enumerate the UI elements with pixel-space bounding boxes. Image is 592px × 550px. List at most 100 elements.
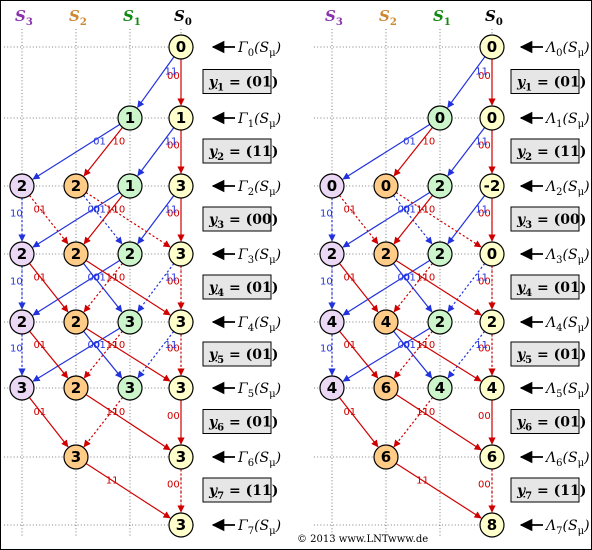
received-symbol-text: y1 = (01) [208,75,278,94]
trellis-edge-left-15 [137,263,175,313]
trellis-edge-right-33 [338,397,379,448]
node-metric-value: 2 [71,245,81,263]
node-metric-value: 2 [17,177,27,195]
edge-label-right-19: 00 [397,272,410,283]
received-symbol-box-right-1: y1 = (01) [510,69,586,94]
node-metric-value: 0 [487,109,497,127]
node-metric-value: 3 [176,379,186,397]
node-metric-value: 0 [435,109,445,127]
received-symbol-text: y3 = (00) [208,212,278,231]
trellis-edge-left-35 [85,463,171,519]
copyright-text: © 2013 www.LNTwww.de [297,534,428,545]
metric-label-right-2: Λ2(Sμ) [519,179,590,198]
trellis-edge-right-7 [447,195,486,245]
trellis-node-right-t5-s1: 4 [427,375,453,401]
edge-label-left-14: 00 [167,277,180,288]
node-metric-value: 4 [435,379,445,397]
trellis-node-right-t2-s0: -2 [479,173,505,199]
trellis-node-right-t3-s0: 0 [479,241,505,267]
trellis-node-left-t2-s0: 3 [168,173,194,199]
node-metric-value: 2 [435,245,445,263]
metric-label-right-6: Λ6(Sμ) [519,450,590,469]
trellis-edge-right-31 [393,397,434,448]
trellis-edge-right-25 [342,327,431,382]
trellis-node-right-t2-s2: 0 [373,173,399,199]
trellis-node-left-t7-s0: 3 [168,512,194,538]
trellis-node-right-t3-s3: 2 [319,241,345,267]
node-metric-value: 4 [381,313,391,331]
edge-label-left-15: 11 [165,272,178,283]
trellis-node-right-t1-s1: 0 [427,105,453,131]
trellis-edge-left-26 [85,327,171,382]
edge-label-right-33: 01 [343,407,356,418]
trellis-edge-left-4 [83,127,124,177]
node-metric-value: 6 [381,448,391,466]
node-metric-value: 3 [71,448,81,466]
metric-label-right-4: Λ4(Sμ) [519,315,590,334]
trellis-node-left-t5-s3: 3 [9,375,35,401]
node-circle [427,105,453,131]
trellis-node-left-t5-s1: 3 [117,375,143,401]
edge-label-left-9: 01 [93,204,106,215]
edge-label-left-30: 00 [167,411,180,422]
node-circle [373,309,399,335]
metric-label-left-4: Γ4(Sμ) [211,315,281,334]
node-metric-value: 3 [176,313,186,331]
metric-symbol-text: Γ2(Sμ) [237,179,281,198]
metric-symbol-text: Γ6(Sμ) [237,450,281,469]
node-circle [168,105,194,131]
node-circle [117,309,143,335]
edge-label-right-12: 01 [343,204,356,215]
received-symbol-text: y5 = (01) [208,347,278,366]
edge-label-left-3: 11 [165,136,178,147]
metric-symbol-text: Λ0(Sμ) [544,40,590,59]
received-symbol-box-left-6: y6 = (01) [202,409,278,434]
trellis-node-right-t3-s2: 2 [373,241,399,267]
received-symbol-box-right-5: y5 = (01) [510,341,586,367]
node-circle [479,444,505,470]
node-metric-value: 2 [381,245,391,263]
node-metric-value: 4 [327,379,337,397]
received-box-bg [510,69,580,94]
trellis-node-left-t2-s1: 1 [117,173,143,199]
received-symbol-text: y5 = (01) [516,347,586,366]
edge-label-left-23: 11 [165,340,178,351]
edge-label-right-7: 11 [475,204,488,215]
received-symbol-box-left-3: y3 = (00) [202,206,278,232]
trellis-edge-left-32 [85,394,171,451]
state-header-right-s3: S3 [325,7,343,28]
received-box-bg [510,274,580,300]
node-metric-value: 6 [487,448,497,466]
node-circle [479,512,505,538]
received-symbol-text: y6 = (01) [516,415,586,434]
received-box-bg [510,477,580,503]
state-header-right-s1: S1 [433,7,451,28]
edge-label-right-21: 10 [320,277,333,288]
trellis-edge-right-20 [338,263,379,313]
trellis-edge-right-1 [447,56,486,109]
state-header-right-s0: S0 [485,7,503,28]
node-metric-value: 3 [176,448,186,466]
node-circle [117,375,143,401]
edge-label-left-27: 00 [87,340,100,351]
trellis-edges [18,56,496,519]
state-header-right-s2: S2 [379,7,397,28]
trellis-node-right-t5-s0: 4 [479,375,505,401]
node-metric-value: 8 [487,516,497,534]
trellis-edge-right-18 [395,259,482,316]
metric-symbol-text: Γ4(Sμ) [237,315,281,334]
trellis-edge-right-26 [395,327,482,382]
trellis-node-left-t1-s1: 1 [117,105,143,131]
edge-label-right-26: 11 [416,340,429,351]
node-circle [168,512,194,538]
edge-label-right-9: 01 [403,204,416,215]
trellis-edge-left-23 [137,331,175,379]
metric-label-left-1: Γ1(Sμ) [211,111,281,130]
edge-label-right-3: 11 [475,136,488,147]
edge-label-left-18: 11 [106,272,119,283]
trellis-edge-right-5 [342,123,431,180]
metric-symbol-text: Λ4(Sμ) [544,315,590,334]
received-box-bg [202,477,272,503]
trellis-node-right-t0-s0: 0 [479,34,505,60]
node-circle [63,375,89,401]
